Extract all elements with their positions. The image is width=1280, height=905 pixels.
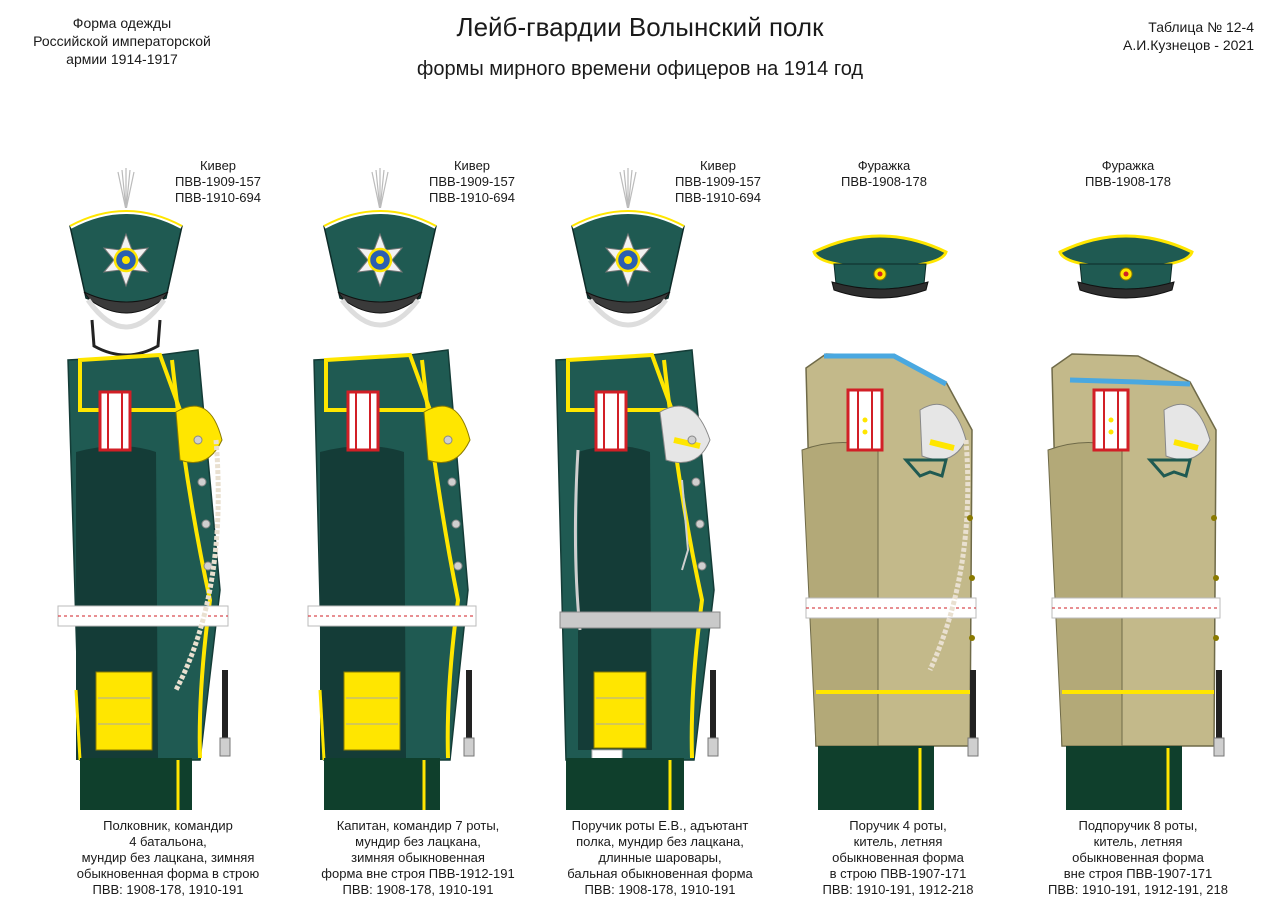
caption-line: Полковник, командир: [103, 818, 233, 833]
uniform-panel-4: Фуражка ПВВ-1908-178 Поручик 4 роты, кит…: [770, 150, 1026, 905]
uniform-panel-3: Кивер ПВВ-1909-157 ПВВ-1910-694 Поручик …: [532, 150, 788, 905]
series-line: Российской императорской: [33, 33, 211, 49]
shako-icon: [68, 168, 184, 357]
uniform-caption: Поручик 4 роты, китель, летняя обыкновен…: [770, 818, 1026, 898]
caption-line: Подпоручик 8 роты,: [1078, 818, 1198, 833]
caption-line: форма вне строя ПВВ-1912-191: [321, 866, 515, 881]
tunic-figure: [1047, 353, 1225, 810]
hat-label-line: Фуражка: [857, 158, 911, 173]
hat-label-line: Кивер: [199, 158, 237, 173]
table-info: Таблица № 12-4 А.И.Кузнецов - 2021: [1054, 18, 1254, 54]
hat-label: Фуражка ПВВ-1908-178: [824, 158, 944, 190]
uniform-caption: Капитан, командир 7 роты, мундир без лац…: [290, 818, 546, 898]
hat-label: Кивер ПВВ-1909-157 ПВВ-1910-694: [158, 158, 278, 206]
hat-label-line: Кивер: [453, 158, 491, 173]
hat-label-line: ПВВ-1909-157: [675, 174, 761, 189]
hat-label-line: ПВВ-1909-157: [429, 174, 515, 189]
hat-label-line: ПВВ-1909-157: [175, 174, 261, 189]
series-title: Форма одежды Российской императорской ар…: [22, 14, 222, 68]
series-line: Форма одежды: [72, 15, 172, 31]
caption-line: ПВВ: 1910-191, 1912-218: [822, 882, 974, 897]
hat-label-line: Кивер: [699, 158, 737, 173]
caption-line: ПВВ: 1908-178, 1910-191: [584, 882, 736, 897]
caption-line: Поручик роты Е.В., адъютант: [571, 818, 749, 833]
uniform-panel-1: Кивер ПВВ-1909-157 ПВВ-1910-694 Полковни…: [40, 150, 296, 905]
hat-label: Кивер ПВВ-1909-157 ПВВ-1910-694: [658, 158, 778, 206]
tunic-figure: [801, 353, 979, 810]
caption-line: бальная обыкновенная форма: [567, 866, 753, 881]
caption-line: мундир без лацкана,: [355, 834, 481, 849]
hat-label-line: Фуражка: [1101, 158, 1155, 173]
hat-label: Фуражка ПВВ-1908-178: [1068, 158, 1188, 190]
caption-line: в строю ПВВ-1907-171: [829, 866, 967, 881]
service-cap-icon: [1058, 234, 1194, 299]
author-line: А.И.Кузнецов - 2021: [1123, 37, 1254, 53]
page-subtitle: формы мирного времени офицеров на 1914 г…: [416, 58, 864, 80]
caption-line: 4 батальона,: [129, 834, 207, 849]
caption-line: ПВВ: 1908-178, 1910-191: [92, 882, 244, 897]
caption-line: полка, мундир без лацкана,: [576, 834, 744, 849]
hat-label: Кивер ПВВ-1909-157 ПВВ-1910-694: [412, 158, 532, 206]
hat-label-line: ПВВ-1910-694: [675, 190, 761, 205]
caption-line: мундир без лацкана, зимняя: [81, 850, 255, 865]
caption-line: Капитан, командир 7 роты,: [336, 818, 500, 833]
caption-line: длинные шаровары,: [598, 850, 722, 865]
caption-line: обыкновенная форма в строю: [76, 866, 260, 881]
uniform-caption: Подпоручик 8 роты, китель, летняя обыкно…: [1010, 818, 1266, 898]
tunic-figure: [307, 349, 477, 810]
page-title: Лейб-гвардии Волынский полк: [456, 12, 824, 42]
caption-line: китель, летняя: [1093, 834, 1183, 849]
hat-label-line: ПВВ-1908-178: [841, 174, 927, 189]
caption-line: ПВВ: 1908-178, 1910-191: [342, 882, 494, 897]
service-cap-icon: [812, 234, 948, 299]
caption-line: обыкновенная форма: [832, 850, 964, 865]
caption-line: Поручик 4 роты,: [849, 818, 947, 833]
uniform-illustration: [307, 168, 477, 810]
tunic-figure: [555, 349, 721, 810]
uniform-panel-2: Кивер ПВВ-1909-157 ПВВ-1910-694 Капитан,…: [290, 150, 546, 905]
caption-line: зимняя обыкновенная: [351, 850, 485, 865]
table-number: Таблица № 12-4: [1148, 19, 1254, 35]
uniform-illustration: [801, 234, 979, 810]
caption-line: ПВВ: 1910-191, 1912-191, 218: [1048, 882, 1228, 897]
uniform-illustration: [1047, 234, 1225, 810]
uniform-panel-5: Фуражка ПВВ-1908-178 Подпоручик 8 роты, …: [1010, 150, 1266, 905]
caption-line: китель, летняя: [853, 834, 943, 849]
hat-label-line: ПВВ-1910-694: [429, 190, 515, 205]
hat-label-line: ПВВ-1908-178: [1085, 174, 1171, 189]
series-line: армии 1914-1917: [66, 51, 178, 67]
shako-icon: [322, 168, 438, 328]
uniform-illustration: [555, 168, 721, 810]
uniform-caption: Полковник, командир 4 батальона, мундир …: [40, 818, 296, 898]
uniform-illustration: [57, 168, 231, 810]
shako-icon: [570, 168, 686, 328]
caption-line: вне строя ПВВ-1907-171: [1063, 866, 1213, 881]
uniform-caption: Поручик роты Е.В., адъютант полка, мунди…: [532, 818, 788, 898]
hat-label-line: ПВВ-1910-694: [175, 190, 261, 205]
caption-line: обыкновенная форма: [1072, 850, 1204, 865]
tunic-figure: [57, 349, 231, 810]
